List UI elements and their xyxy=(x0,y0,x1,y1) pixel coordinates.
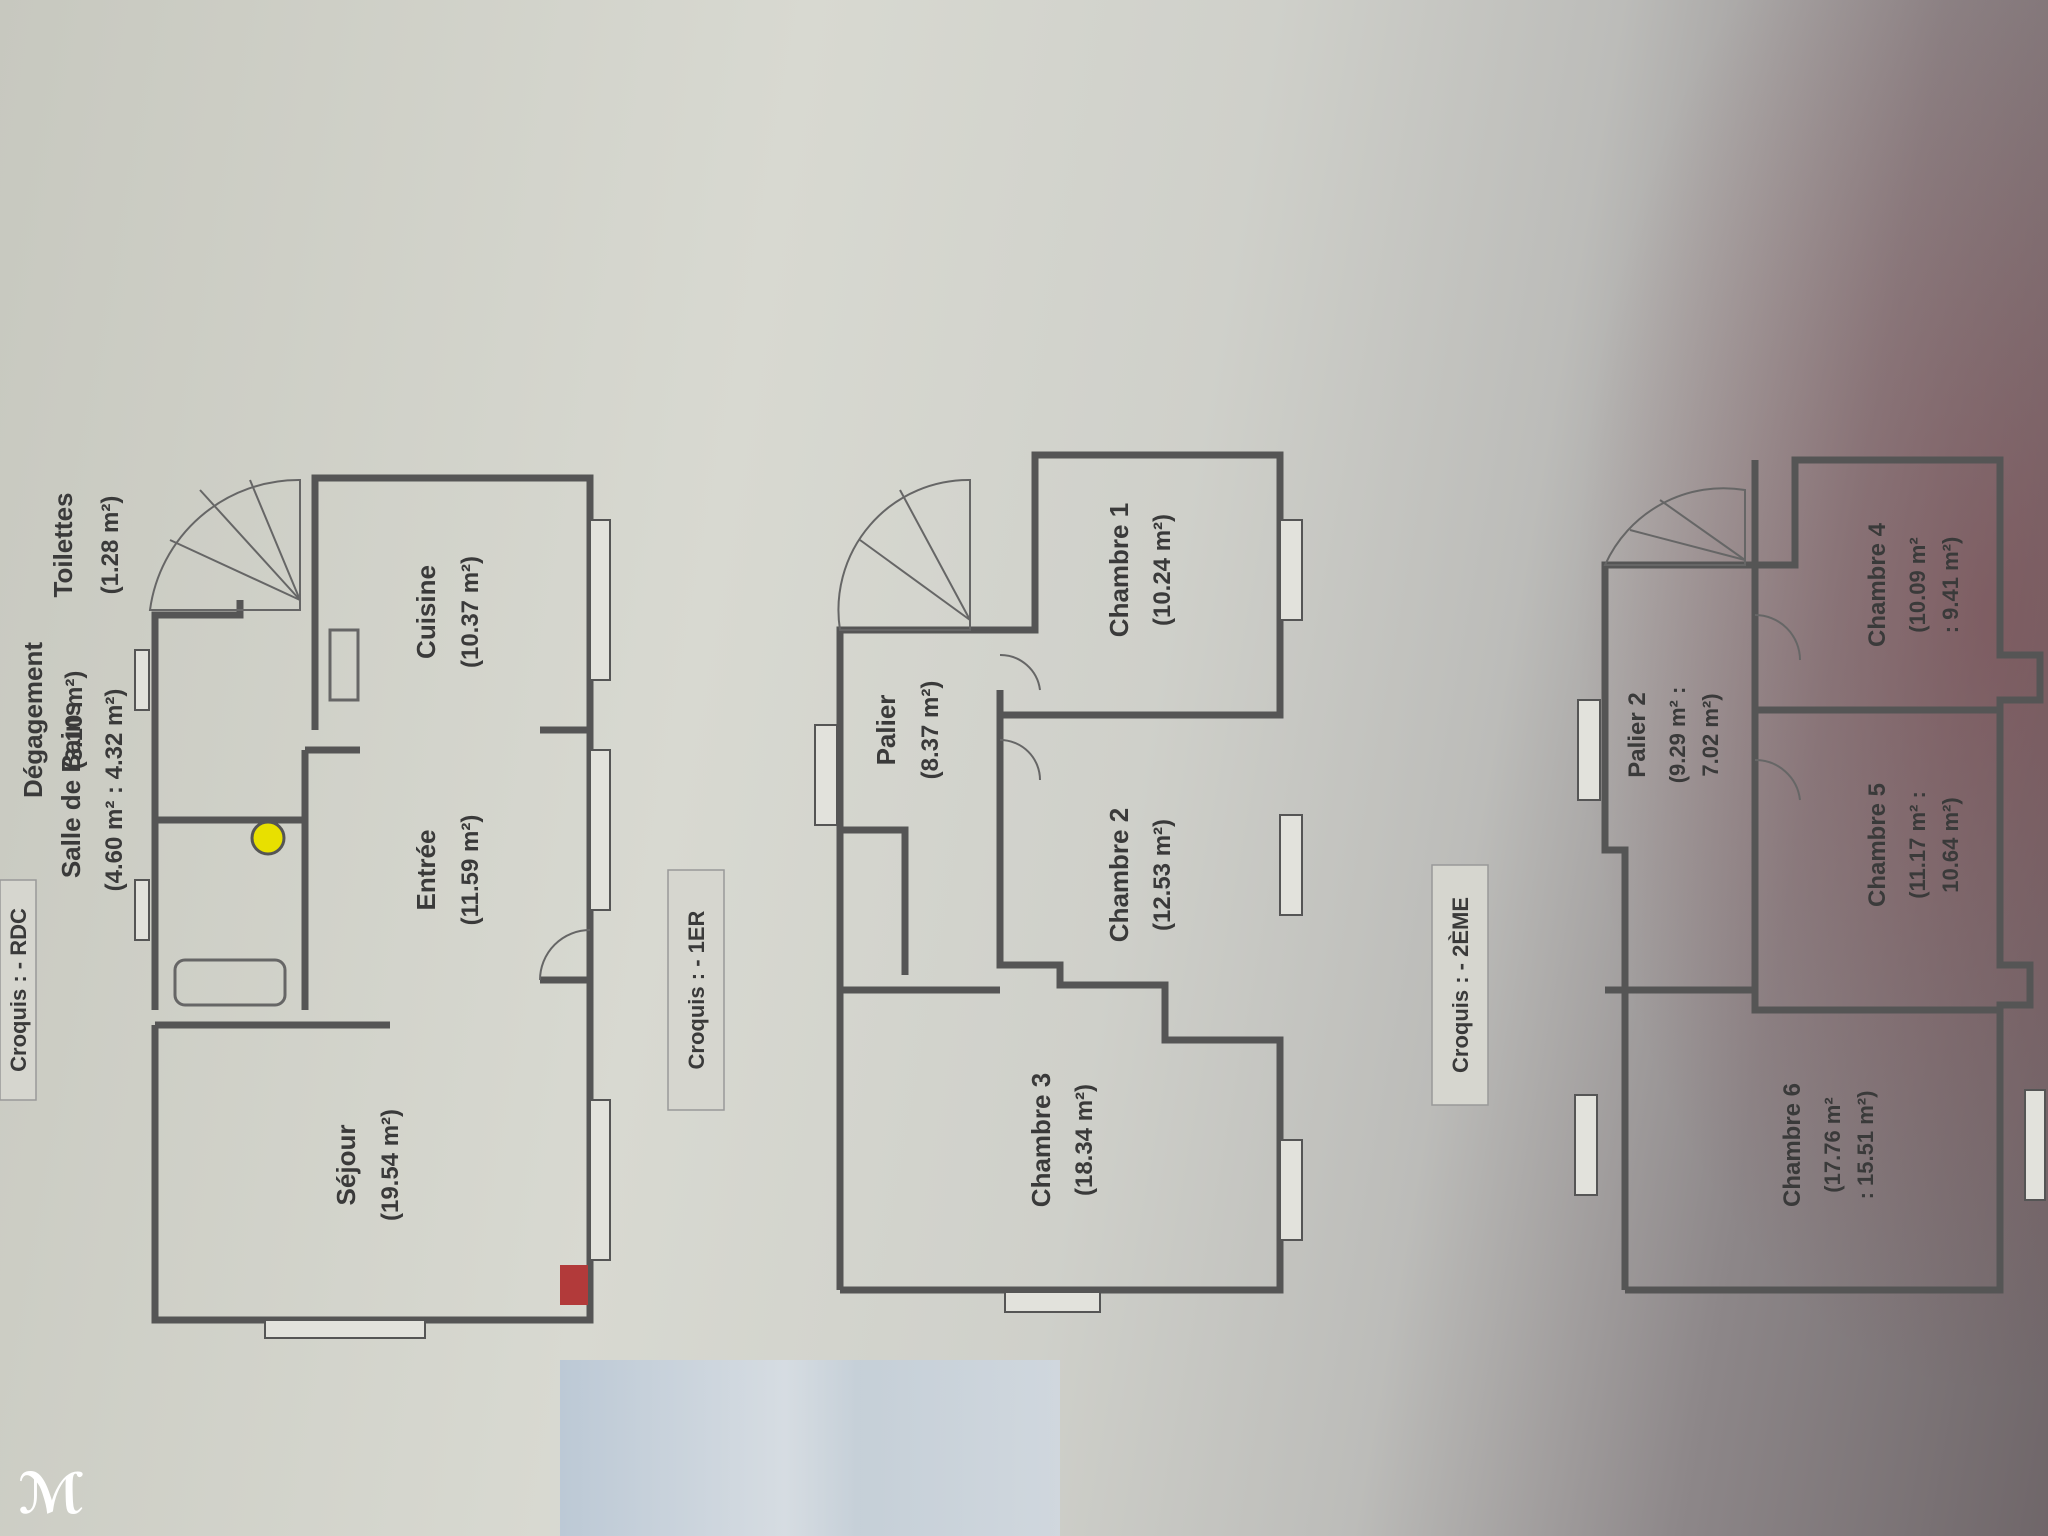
room-label-chambre5: Chambre 5 xyxy=(1864,783,1891,907)
room-label-sejour: Séjour xyxy=(331,1125,361,1206)
floor-tag-box-2eme xyxy=(1431,864,1489,1106)
room-label-palier: Palier xyxy=(871,695,901,766)
room-area-chambre3: (18.34 m²) xyxy=(1071,1084,1098,1196)
floor-tag-2eme: Croquis : - 2ÈME xyxy=(1448,897,1473,1073)
1er-stair-icon xyxy=(837,478,971,631)
rdc-window-bath xyxy=(134,879,150,941)
room-label-palier2: Palier 2 xyxy=(1624,692,1651,777)
floor-tag-rdc: Croquis : - RDC xyxy=(6,908,31,1072)
rdc-window-cuisine xyxy=(589,519,611,681)
1er-outer-wall xyxy=(836,451,1284,1294)
room-area-palier2-line1: (9.29 m² : xyxy=(1665,687,1690,784)
2eme-window-chambre6-right xyxy=(2024,1089,2046,1201)
2eme-window-palier xyxy=(1577,699,1601,801)
rdc-wall-bath xyxy=(151,816,309,1010)
1er-window-palier xyxy=(814,724,838,826)
rdc-outer-wall xyxy=(151,474,594,1324)
watermark-logo: ℳ xyxy=(18,1462,84,1527)
room-area-degagement: (3.10 m²) xyxy=(61,671,88,770)
room-area-entree: (11.59 m²) xyxy=(457,815,484,926)
room-label-chambre4: Chambre 4 xyxy=(1864,522,1891,647)
room-area-chambre6-line1: (17.76 m² xyxy=(1820,1097,1845,1192)
rdc-window-wc xyxy=(134,649,150,711)
2eme-door-swings xyxy=(1754,614,1801,801)
bathtub-icon xyxy=(173,958,287,1007)
1er-window-chambre3 xyxy=(1279,1139,1303,1241)
room-label-toilettes: Toilettes xyxy=(48,493,78,598)
rdc-inner-jambs xyxy=(540,726,590,984)
floor-tag-box-rdc xyxy=(0,879,37,1101)
room-label-chambre2: Chambre 2 xyxy=(1104,808,1134,942)
1er-window-chambre2 xyxy=(1279,814,1303,916)
room-label-degagement: Dégagement xyxy=(18,642,48,798)
2eme-inner-walls xyxy=(1605,460,2000,1014)
room-area-toilettes: (1.28 m²) xyxy=(97,496,124,595)
rdc-stair-icon xyxy=(148,478,301,611)
1er-window-bottom xyxy=(1004,1291,1101,1313)
room-area-chambre5-line1: (11.17 m² : xyxy=(1905,791,1930,899)
room-label-chambre6: Chambre 6 xyxy=(1779,1083,1806,1207)
room-area-chambre5-line2: 10.64 m²) xyxy=(1938,797,1963,892)
floor-tag-1er: Croquis : - 1ER xyxy=(684,910,709,1069)
1er-inner-walls xyxy=(840,826,1000,994)
room-area-chambre6-line2: : 15.51 m²) xyxy=(1853,1091,1878,1200)
rdc-wall-cuisine-split xyxy=(301,746,360,820)
room-area-chambre1: (10.24 m²) xyxy=(1149,514,1176,626)
room-label-cuisine: Cuisine xyxy=(411,565,441,659)
kitchen-sink-icon xyxy=(328,628,360,702)
floor-plan-2eme: Palier 2 (9.29 m² : 7.02 m²) Chambre 4 (… xyxy=(1431,456,2046,1294)
room-area-chambre4-line2: : 9.41 m²) xyxy=(1938,537,1963,634)
floor-plan-1er: Palier (8.37 m²) Chambre 1 (10.24 m²) Ch… xyxy=(667,451,1303,1313)
room-label-chambre3: Chambre 3 xyxy=(1026,1073,1056,1207)
water-heater-icon xyxy=(250,820,286,856)
chimney-icon xyxy=(560,1265,588,1305)
floor-plan-rdc: Salle de Bains (4.60 m² : 4.32 m²) Dégag… xyxy=(0,474,611,1339)
room-area-cuisine: (10.37 m²) xyxy=(457,556,484,668)
rdc-window-sejour xyxy=(589,1099,611,1261)
rdc-window-sejour-bottom xyxy=(264,1319,426,1339)
room-area-sejour: (19.54 m²) xyxy=(377,1109,404,1221)
room-label-entree: Entrée xyxy=(411,830,441,911)
room-area-chambre4-line1: (10.09 m² xyxy=(1905,537,1930,632)
screen-glare xyxy=(560,1360,1060,1536)
room-area-palier2-line2: 7.02 m²) xyxy=(1698,693,1723,776)
room-area-palier: (8.37 m²) xyxy=(917,681,944,780)
room-label-chambre1: Chambre 1 xyxy=(1104,503,1134,637)
room-label-salle-de-bains: Salle de Bains xyxy=(56,702,86,878)
rdc-front-door xyxy=(539,929,591,981)
2eme-stair-icon xyxy=(1603,487,1746,566)
2eme-window-chambre6 xyxy=(1574,1094,1598,1196)
room-area-chambre2: (12.53 m²) xyxy=(1149,819,1176,931)
rdc-wall-wc xyxy=(151,600,244,820)
floor-tag-box-1er xyxy=(667,869,725,1111)
room-area-salle-de-bains: (4.60 m² : 4.32 m²) xyxy=(101,689,128,892)
rdc-window-entree xyxy=(589,749,611,911)
1er-door-swings xyxy=(999,653,1041,781)
1er-window-chambre1 xyxy=(1279,519,1303,621)
2eme-outer-wall xyxy=(1601,456,2044,1294)
